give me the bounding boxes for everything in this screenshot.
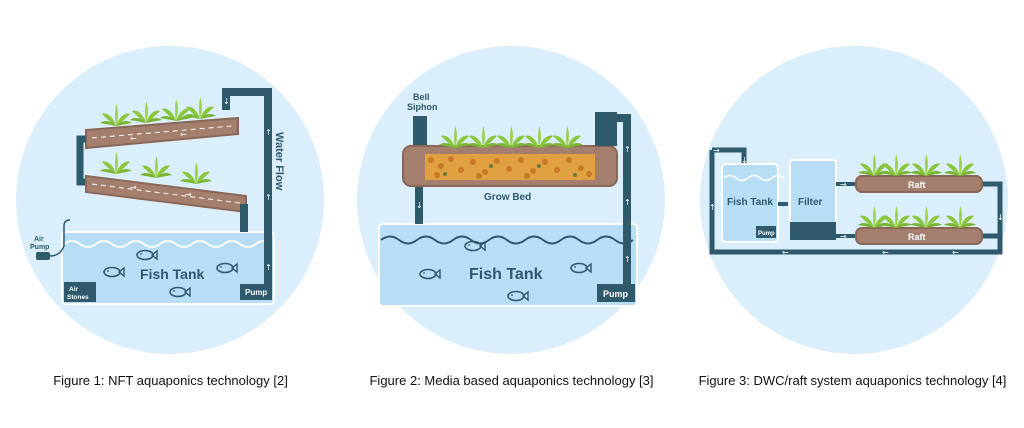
svg-text:↓: ↓ (223, 97, 230, 106)
svg-text:↑: ↑ (709, 203, 716, 212)
svg-text:↓: ↓ (741, 156, 748, 165)
raft-top: Raft (855, 154, 983, 193)
figure-2-panel: Fish Tank Pump ↑ ↑ ↑ ← Bell Siphon ↓ (341, 0, 682, 428)
fish-tank-label: Fish Tank (469, 266, 543, 283)
water-pipe (222, 88, 272, 284)
svg-text:→: → (185, 190, 192, 199)
air-stones-label-2: Stones (67, 294, 89, 301)
svg-text:↑: ↑ (265, 193, 272, 202)
fish-tank-label: Fish Tank (140, 266, 205, 282)
air-pump-label-2: Pump (30, 244, 49, 251)
grow-bed-label: Grow Bed (484, 192, 531, 203)
air-stones-label-1: Air (69, 286, 79, 293)
figure-2-caption: Figure 2: Media based aquaponics technol… (369, 373, 654, 388)
figure-1-caption: Figure 1: NFT aquaponics technology [2] (53, 373, 288, 388)
svg-text:↑: ↑ (265, 128, 272, 137)
nft-diagram: Fish Tank Air Stones Pump Air Pump ↑ ↑ ↑… (16, 46, 324, 354)
svg-text:↓: ↓ (416, 201, 423, 210)
svg-text:←: ← (782, 248, 789, 257)
pump-label: Pump (758, 231, 775, 237)
svg-text:→: → (840, 232, 847, 241)
water-flow-label: Water Flow (273, 132, 285, 191)
raft-top-label: Raft (908, 180, 926, 190)
svg-text:←: ← (952, 248, 959, 257)
fish-tank (61, 231, 275, 305)
figure-1-panel: Fish Tank Air Stones Pump Air Pump ↑ ↑ ↑… (0, 0, 341, 428)
svg-text:↑: ↑ (624, 145, 631, 154)
figure-3-caption: Figure 3: DWC/raft system aquaponics tec… (698, 373, 1007, 388)
svg-text:↓: ↓ (997, 213, 1004, 222)
pump-box (597, 284, 635, 302)
background-circle (700, 46, 1008, 354)
svg-text:←: ← (882, 248, 889, 257)
pump-label: Pump (603, 289, 629, 299)
svg-text:↑: ↑ (624, 198, 631, 207)
svg-text:→: → (840, 180, 847, 189)
filter-label: Filter (798, 197, 823, 208)
air-stones-box (64, 282, 96, 302)
grow-bed (402, 126, 618, 187)
filter (789, 159, 837, 229)
pump-box (756, 226, 776, 238)
svg-text:↑: ↑ (265, 263, 272, 272)
figure-3-panel: → ↓ ↑ ← ← ← ↓ Fish Tank Pump → Filter → … (682, 0, 1023, 428)
svg-text:←: ← (180, 130, 187, 139)
raft-bottom-label: Raft (908, 232, 926, 242)
air-pump-label-1: Air (34, 236, 44, 243)
svg-text:↑: ↑ (624, 255, 631, 264)
svg-text:→: → (130, 183, 137, 192)
dwc-raft-diagram: → ↓ ↑ ← ← ← ↓ Fish Tank Pump → Filter → … (700, 46, 1008, 354)
return-pipe (709, 150, 1003, 255)
pump-box (240, 284, 272, 300)
svg-text:→: → (779, 202, 786, 209)
air-pump (36, 252, 50, 260)
bell-siphon-label-1: Bell (413, 92, 430, 102)
svg-text:→: → (713, 146, 720, 155)
fish-tank-label: Fish Tank (727, 197, 773, 208)
pump-label: Pump (245, 288, 267, 297)
bell-siphon-label-2: Siphon (407, 102, 438, 112)
raft-bottom: Raft (855, 206, 983, 245)
media-bed-diagram: Fish Tank Pump ↑ ↑ ↑ ← Bell Siphon ↓ (357, 46, 665, 354)
svg-text:←: ← (130, 134, 137, 143)
